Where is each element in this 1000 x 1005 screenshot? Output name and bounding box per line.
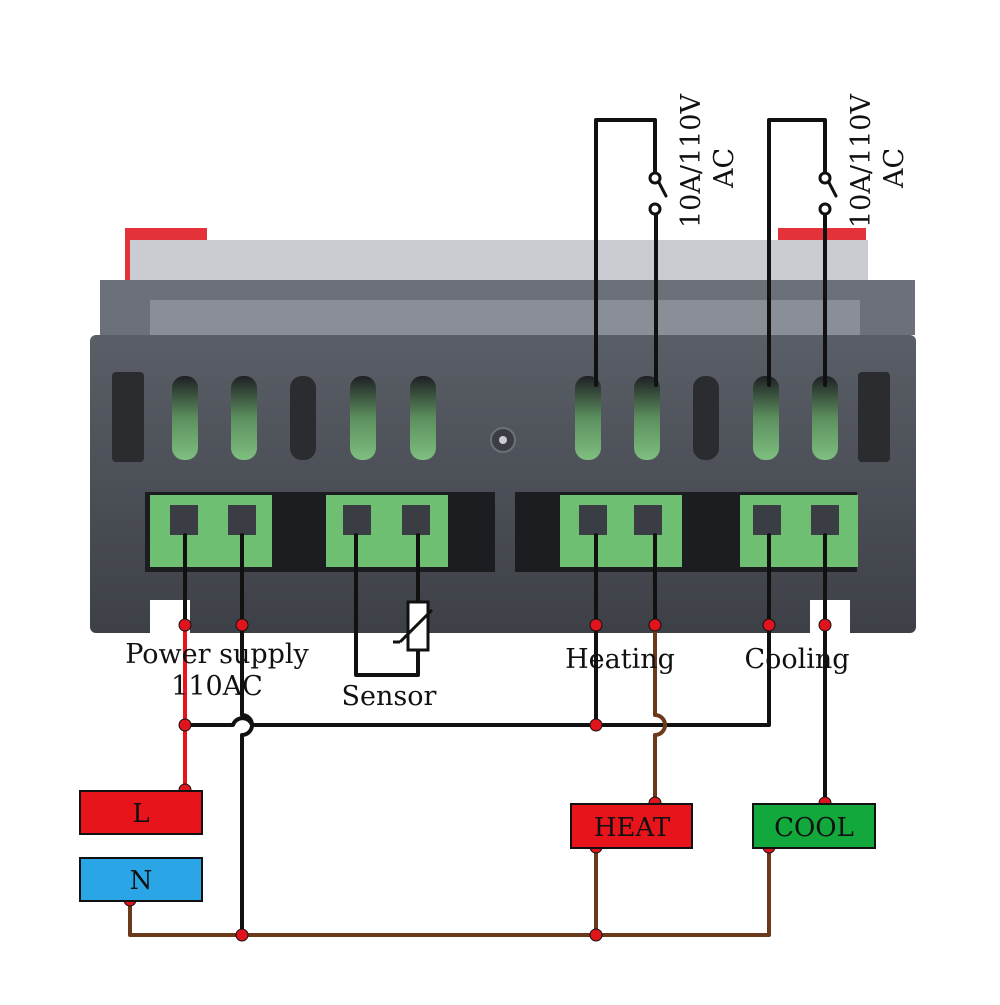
box-HEAT-label: HEAT — [594, 813, 671, 843]
heating-label: Heating — [565, 644, 675, 675]
box-COOL-label: COOL — [774, 813, 854, 843]
neutral-wire — [240, 623, 254, 937]
box-L: L — [79, 790, 203, 835]
cooling-relay-wire — [767, 118, 827, 387]
terminal-blocks — [150, 495, 858, 567]
heat-wire — [653, 623, 667, 805]
thermistor-icon — [393, 600, 434, 652]
box-N: N — [79, 857, 203, 902]
box-L-label: L — [132, 799, 149, 829]
device-body — [90, 335, 916, 633]
heating-relay-rating-unit: AC — [709, 148, 740, 189]
neutral-return — [128, 845, 771, 937]
box-COOL: COOL — [752, 803, 876, 849]
cooling-relay-rating: 10A/110V — [846, 94, 877, 228]
sensor-wire — [354, 533, 420, 677]
sensor-label: Sensor — [342, 681, 437, 712]
relay-contacts — [648, 171, 832, 216]
box-N-label: N — [130, 866, 153, 896]
upper-vents — [172, 376, 838, 460]
box-HEAT: HEAT — [570, 803, 693, 849]
power-supply-label: Power supply — [125, 639, 309, 670]
cooling-label: Cooling — [744, 644, 849, 675]
wires — [128, 118, 838, 937]
power-supply-voltage-label: 110AC — [171, 671, 263, 702]
heating-relay-rating: 10A/110V — [676, 94, 707, 228]
heating-relay-wire — [594, 118, 657, 387]
terminal-block-heating — [560, 495, 682, 567]
cooling-relay-rating-unit: AC — [879, 148, 910, 189]
controller-device — [90, 228, 916, 635]
